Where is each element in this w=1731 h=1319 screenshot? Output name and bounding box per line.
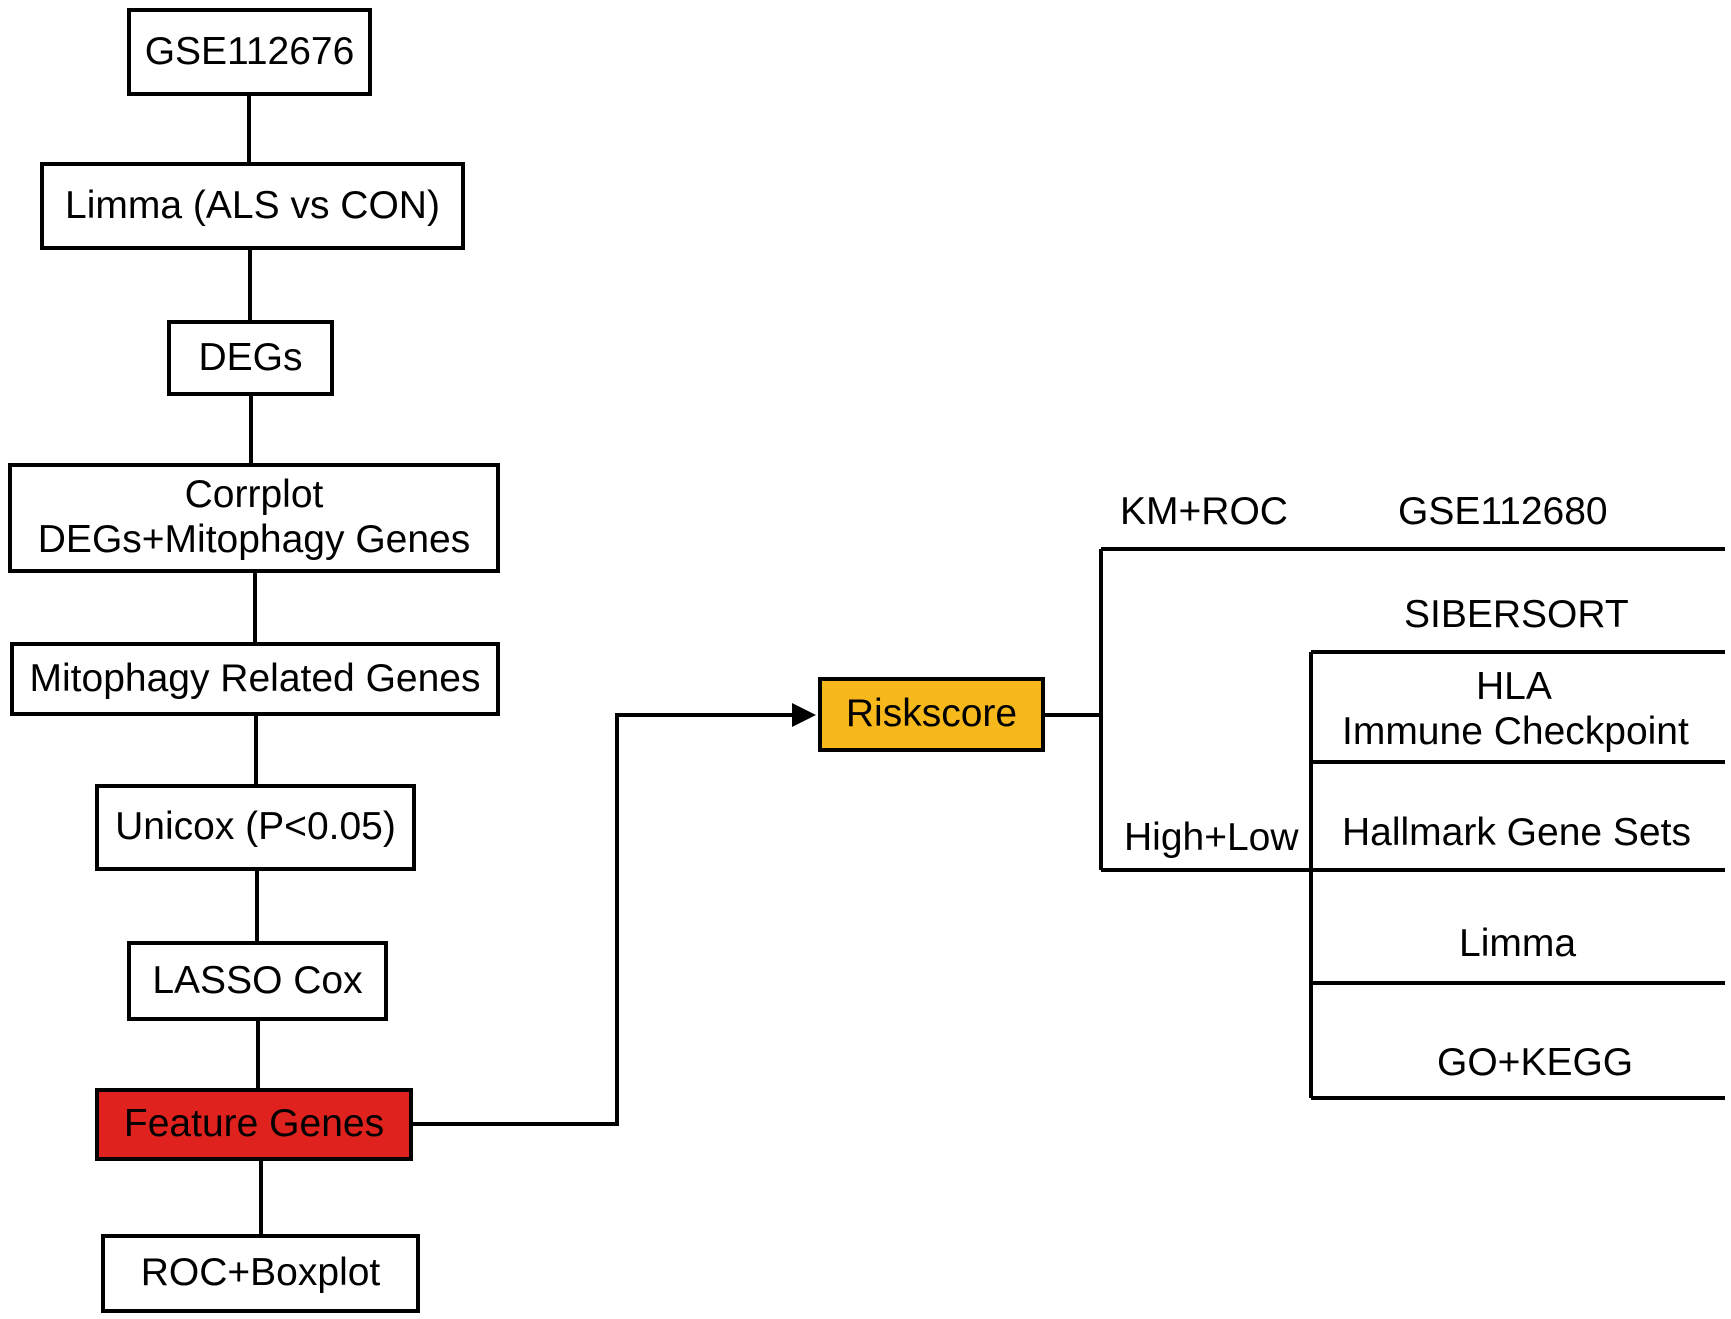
box-riskscore: Riskscore (818, 677, 1045, 752)
box-gse112676: GSE112676 (127, 8, 372, 96)
box-feature-genes-label: Feature Genes (123, 1102, 385, 1146)
box-gse112676-label: GSE112676 (144, 29, 355, 73)
box-mitophagy-related-genes-label: Mitophagy Related Genes (29, 656, 481, 700)
box-riskscore-label: Riskscore (845, 692, 1018, 736)
box-lasso-cox-label: LASSO Cox (152, 958, 363, 1002)
box-unicox-label: Unicox (P<0.05) (115, 805, 396, 849)
box-unicox: Unicox (P<0.05) (95, 784, 416, 871)
box-degs: DEGs (167, 320, 334, 396)
box-limma-als-vs-con: Limma (ALS vs CON) (40, 162, 465, 250)
box-corrplot-line1: Corrplot (184, 473, 324, 517)
label-sibersort: SIBERSORT (1404, 593, 1629, 636)
label-high-low: High+Low (1124, 816, 1299, 859)
label-hallmark-gene-sets: Hallmark Gene Sets (1342, 811, 1691, 854)
label-go-kegg: GO+KEGG (1437, 1041, 1634, 1084)
box-limma-als-vs-con-label: Limma (ALS vs CON) (65, 183, 440, 227)
label-hla: HLA (1476, 665, 1552, 708)
box-roc-boxplot: ROC+Boxplot (101, 1234, 420, 1313)
label-immune-checkpoint: Immune Checkpoint (1342, 710, 1689, 753)
box-corrplot-line2: DEGs+Mitophagy Genes (37, 518, 471, 561)
label-km-roc: KM+ROC (1120, 490, 1288, 533)
box-degs-label: DEGs (198, 335, 303, 379)
arrow-feature-to-riskscore (413, 703, 816, 1126)
label-gse112680: GSE112680 (1398, 490, 1608, 533)
box-feature-genes: Feature Genes (95, 1088, 413, 1161)
box-lasso-cox: LASSO Cox (127, 941, 388, 1021)
label-limma: Limma (1459, 922, 1577, 965)
box-roc-boxplot-label: ROC+Boxplot (140, 1251, 381, 1295)
box-corrplot: Corrplot DEGs+Mitophagy Genes (8, 463, 500, 573)
box-mitophagy-related-genes: Mitophagy Related Genes (10, 642, 500, 716)
